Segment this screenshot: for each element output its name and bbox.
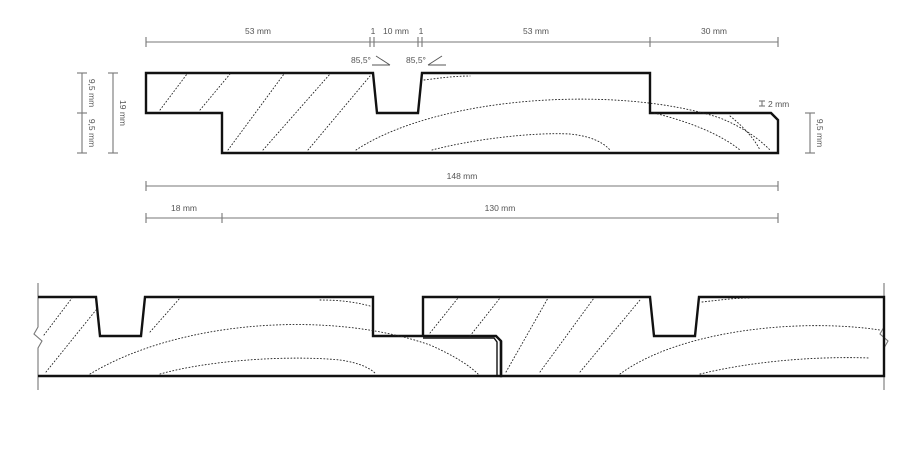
dim-chamfer-label: 2 mm — [768, 99, 789, 109]
right-dimension-chain: 2 mm 9,5 mm — [759, 99, 825, 154]
dim-seg2-label: 53 mm — [523, 26, 549, 36]
dim-visible-width-label: 130 mm — [485, 203, 516, 213]
dim-gap-right-label: 1 — [419, 26, 424, 36]
dim-upper-half-label: 9,5 mm — [87, 79, 97, 107]
angle-annotations: 85,5° 85,5° — [351, 55, 446, 66]
angle-right-label: 85,5° — [406, 55, 426, 65]
wood-grain-right-board — [429, 297, 881, 375]
dim-gap-left-label: 1 — [371, 26, 376, 36]
angle-right-symbol — [427, 55, 446, 66]
dim-seg3-label: 30 mm — [701, 26, 727, 36]
left-dimension-chain: 9,5 mm 9,5 mm 19 mm — [77, 72, 128, 154]
dim-seg1-label: 53 mm — [245, 26, 271, 36]
bottom-dimension-chain: 148 mm 18 mm 130 mm — [145, 171, 779, 223]
angle-left-symbol — [372, 55, 391, 66]
board-outline-top — [144, 71, 780, 155]
dim-overall-width-label: 148 mm — [447, 171, 478, 181]
dim-lower-half-label: 9,5 mm — [87, 119, 97, 147]
assembled-boards — [33, 283, 889, 390]
wood-grain-left-board — [43, 297, 479, 375]
dim-groove-label: 10 mm — [383, 26, 409, 36]
top-dimension-chain: 53 mm 1 10 mm 1 53 mm 30 mm — [145, 26, 779, 47]
wood-grain-top — [159, 73, 771, 151]
top-board-profile: 53 mm 1 10 mm 1 53 mm 30 mm 85,5° 85,5° … — [77, 26, 825, 223]
dim-thickness-label: 19 mm — [118, 100, 128, 126]
angle-left-label: 85,5° — [351, 55, 371, 65]
tongue-joint-edge — [423, 337, 498, 376]
dim-tongue-width-label: 18 mm — [171, 203, 197, 213]
dim-lip-label: 9,5 mm — [815, 119, 825, 147]
board-outline-right — [421, 295, 886, 378]
break-line-left — [33, 283, 43, 390]
